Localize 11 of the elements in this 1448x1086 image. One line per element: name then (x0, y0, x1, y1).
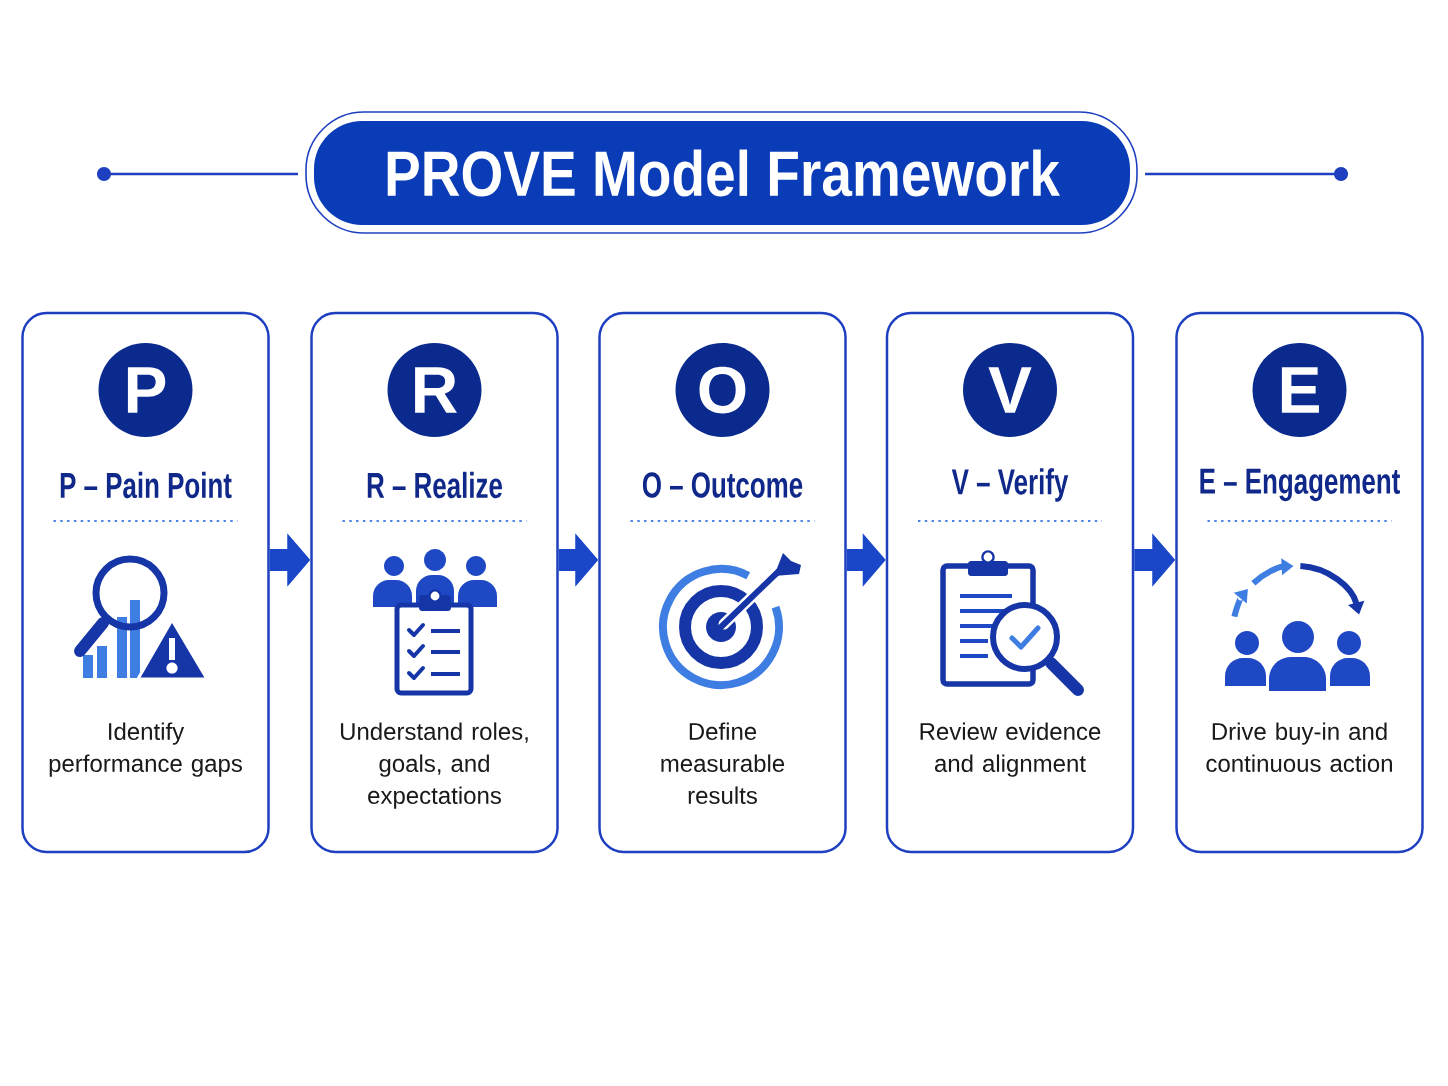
title-banner: PROVE Model Framework (305, 111, 1138, 234)
step-description: Drive buy-in and continuous action (1206, 722, 1392, 772)
step-heading: R – Realize (367, 471, 502, 499)
step-heading: P – Pain Point (60, 471, 232, 499)
step-description: Identify performance gaps (49, 722, 242, 777)
step-description: Understand roles, goals, and expectations (340, 722, 528, 809)
step-description: Review evidence and alignment (920, 722, 1101, 777)
step-description: Define measurable results (661, 722, 785, 804)
step-heading: E – Engagement (1200, 468, 1400, 502)
step-heading: O – Outcome (642, 472, 803, 498)
step-heading: V – Verify (951, 468, 1069, 502)
